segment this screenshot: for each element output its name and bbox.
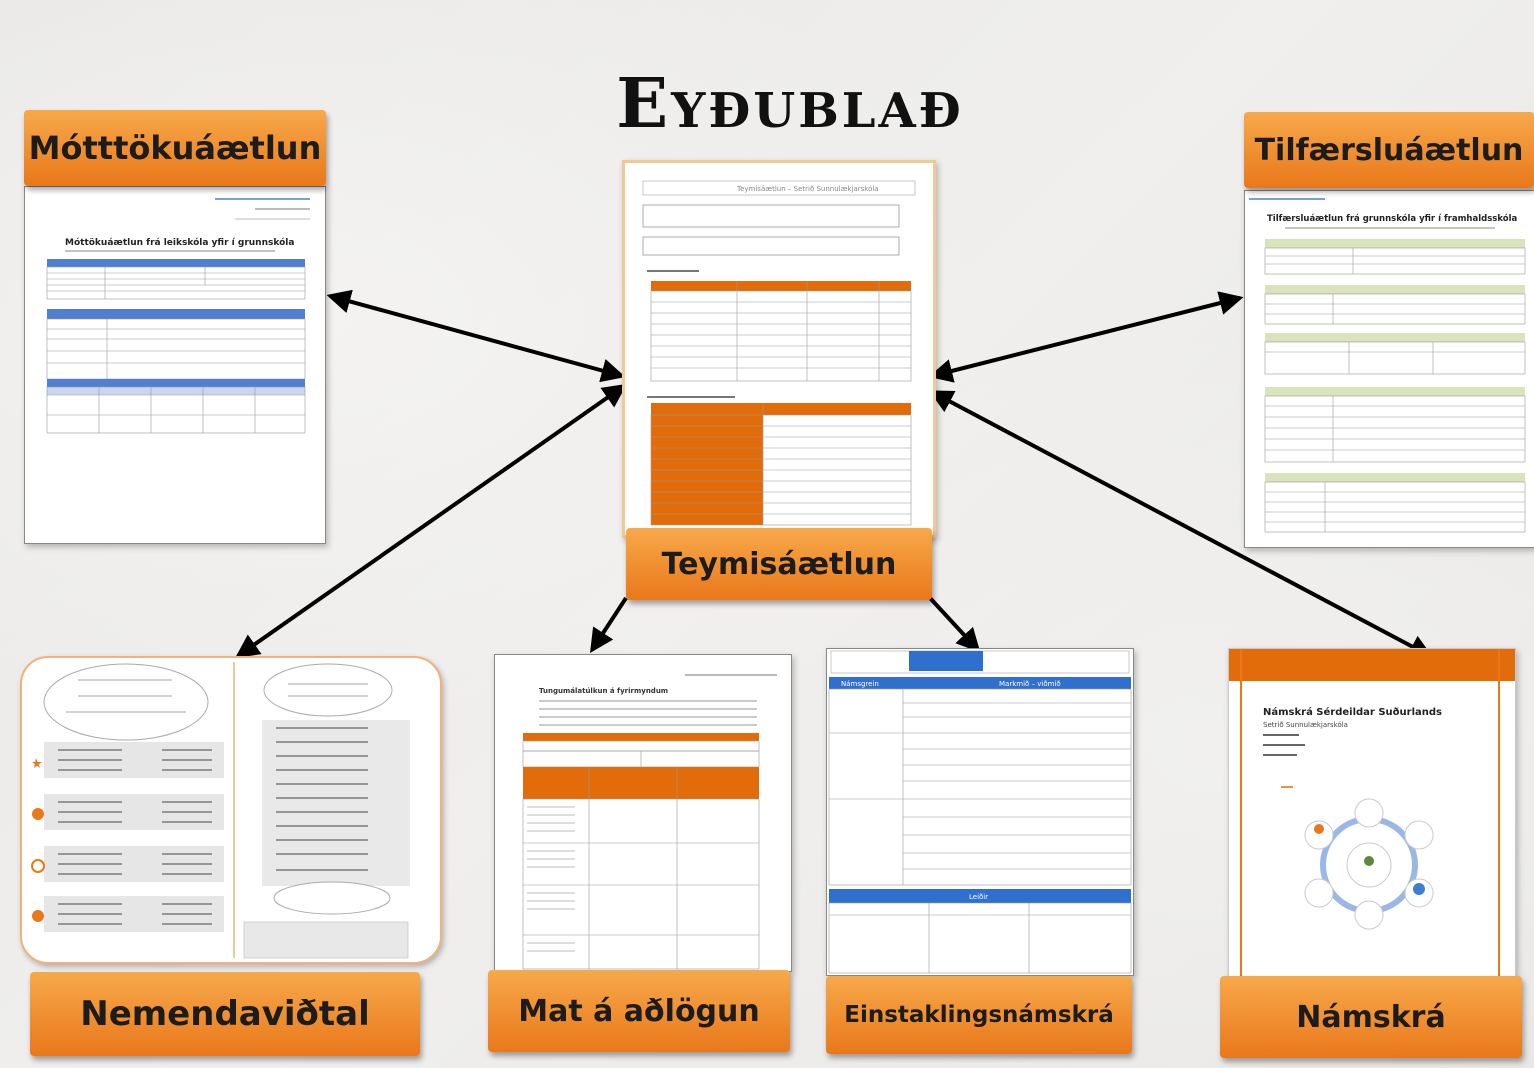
teymis-page-preview: Teymisáætlun – Setrið Sunnulækjarskóla	[642, 180, 916, 526]
namskra-doc-title: Námskrá Sérdeildar Suðurlands	[1263, 706, 1442, 718]
arrow-teymis-mat	[590, 596, 628, 654]
teymis-doc-header: Teymisáætlun – Setrið Sunnulækjarskóla	[736, 185, 879, 193]
einstaklings-page-preview: Námsgrein Markmið – viðmið Leiðir	[828, 650, 1132, 974]
namskra-thumbnail[interactable]: Námskrá Sérdeildar Suðurlands Setrið Sun…	[1228, 648, 1516, 980]
nemenda-page-preview	[31, 662, 410, 959]
tilfaersla-thumbnail[interactable]: Tilfærsluáætlun frá grunnskóla yfir í fr…	[1244, 190, 1534, 548]
teymis-thumbnail[interactable]: Teymisáætlun – Setrið Sunnulækjarskóla	[622, 160, 936, 538]
heart-icon	[32, 808, 44, 820]
star-icon	[32, 758, 42, 768]
node-namskra-label[interactable]: Námskrá	[1220, 976, 1522, 1058]
node-mat-label[interactable]: Mat á aðlögun	[488, 970, 790, 1052]
arrow-teymis-einst	[928, 596, 981, 653]
mottoku-page-preview: Móttökuáætlun frá leikskóla yfir í grunn…	[46, 198, 310, 434]
tilfaersla-page-preview: Tilfærsluáætlun frá grunnskóla yfir í fr…	[1249, 198, 1526, 533]
arrow-teymis-mottoku	[326, 289, 626, 383]
node-teymis-label[interactable]: Teymisáætlun	[626, 528, 932, 600]
mat-page-preview: Tungumálatúlkun á fyrirmyndum	[522, 674, 777, 970]
einstaklings-thumbnail[interactable]: Námsgrein Markmið – viðmið Leiðir	[826, 648, 1134, 976]
einst-col2-header: Markmið – viðmið	[999, 680, 1061, 688]
smiley-icon	[31, 859, 45, 873]
node-nemenda-label[interactable]: Nemendaviðtal	[30, 972, 420, 1056]
namskra-page-preview: Námskrá Sérdeildar Suðurlands Setrið Sun…	[1229, 649, 1515, 979]
mottoku-thumbnail[interactable]: Móttökuáætlun frá leikskóla yfir í grunn…	[24, 186, 326, 544]
node-mottoku-label[interactable]: Mótttökuáætlun	[24, 110, 326, 186]
arrow-teymis-tilfaersla	[928, 291, 1244, 383]
page-title: Eyðublað	[616, 64, 964, 144]
arrow-teymis-namskra	[928, 390, 1434, 658]
butterfly-icon	[32, 910, 44, 922]
einst-col1-header: Námsgrein	[841, 680, 879, 688]
nemenda-thumbnail[interactable]	[20, 656, 442, 964]
einst-footer-header: Leiðir	[969, 893, 988, 901]
tilfaersla-doc-title: Tilfærsluáætlun frá grunnskóla yfir í fr…	[1267, 213, 1518, 224]
arrow-teymis-nemenda	[235, 383, 627, 659]
namskra-doc-subtitle: Setrið Sunnulækjarskóla	[1263, 721, 1348, 729]
mottoku-doc-title: Móttökuáætlun frá leikskóla yfir í grunn…	[65, 237, 294, 248]
node-einstaklings-label[interactable]: Einstaklingsnámskrá	[826, 976, 1132, 1054]
mat-doc-title: Tungumálatúlkun á fyrirmyndum	[539, 687, 668, 695]
node-tilfaersla-label[interactable]: Tilfærsluáætlun	[1244, 112, 1534, 188]
mat-thumbnail[interactable]: Tungumálatúlkun á fyrirmyndum	[494, 654, 792, 972]
